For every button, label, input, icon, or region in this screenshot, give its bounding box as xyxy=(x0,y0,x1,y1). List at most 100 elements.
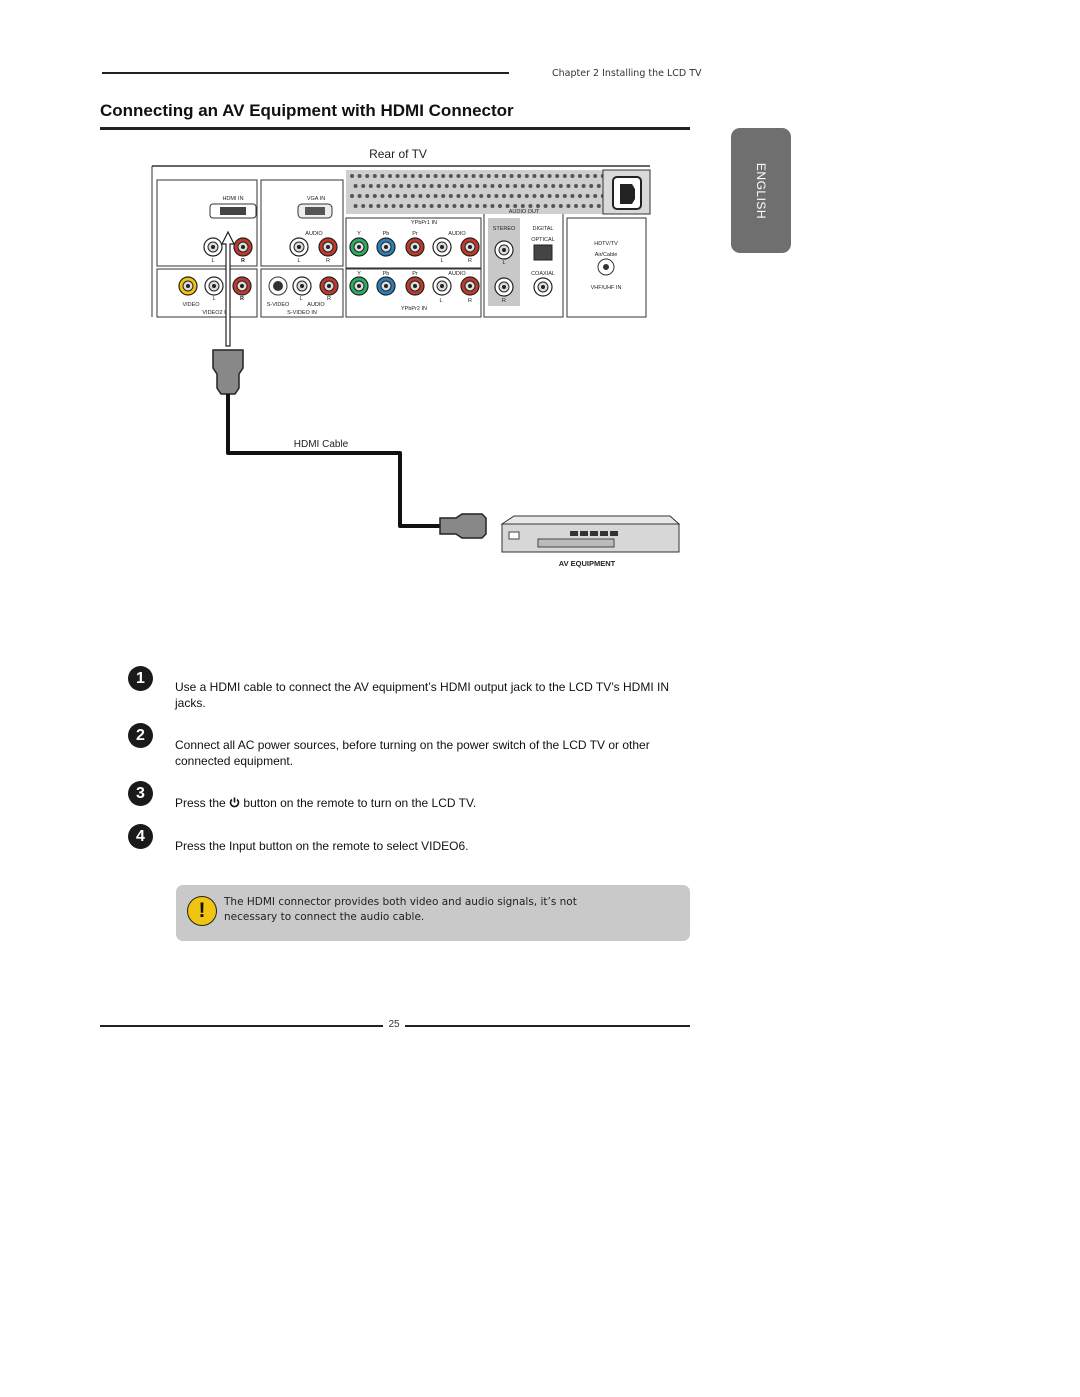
vent-hole xyxy=(540,174,544,178)
power-socket-shape xyxy=(620,184,635,204)
vent-hole xyxy=(361,184,366,188)
note-box xyxy=(176,885,690,941)
vent-hole xyxy=(471,174,476,178)
vent-hole xyxy=(460,184,464,188)
page-title: Connecting an AV Equipment with HDMI Con… xyxy=(100,101,514,120)
vent-hole xyxy=(380,174,385,178)
vent-hole xyxy=(357,174,362,178)
vent-hole xyxy=(536,204,540,208)
pb-label-2: Pb xyxy=(383,271,390,277)
r-label-4: R xyxy=(502,298,506,304)
vga-port-socket xyxy=(305,207,325,215)
vent-hole xyxy=(513,204,518,208)
rca-jack-icon xyxy=(292,276,312,296)
rca-jack-icon xyxy=(349,237,369,257)
vent-hole xyxy=(490,184,495,188)
video2-in-label: VIDEO2 IN xyxy=(202,310,229,316)
vent-hole xyxy=(566,204,571,208)
vent-hole xyxy=(524,194,529,198)
vga-in-label: VGA IN xyxy=(307,196,325,202)
vent-hole xyxy=(456,194,461,198)
footer-rule-left xyxy=(100,1025,383,1027)
vent-hole xyxy=(498,204,502,208)
step-3-text-after: button on the remote to turn on the LCD … xyxy=(243,796,477,810)
rca-jack-icon xyxy=(319,276,339,296)
l-label-2: L xyxy=(297,258,300,264)
vent-hole xyxy=(490,204,495,208)
vent-hole xyxy=(433,174,438,178)
pr-label-1: Pr xyxy=(412,231,418,237)
digital-label: DIGITAL xyxy=(533,226,554,232)
vent-hole xyxy=(547,194,552,198)
vent-hole xyxy=(562,194,567,198)
ypbpr1-in-label: YPbPr1 IN xyxy=(411,220,437,226)
vent-hole xyxy=(532,174,537,178)
vent-hole xyxy=(437,204,442,208)
rca-jack-icon xyxy=(376,276,396,296)
vent-hole xyxy=(426,174,430,178)
vent-hole xyxy=(429,184,434,188)
chapter-heading: Chapter 2 Installing the LCD TV xyxy=(552,68,702,79)
vent-hole xyxy=(365,174,370,178)
vent-hole xyxy=(479,194,484,198)
vent-hole xyxy=(574,204,578,208)
page-number: 25 xyxy=(388,1019,400,1030)
vent-hole xyxy=(452,184,457,188)
vent-hole xyxy=(391,204,396,208)
rca-jack-icon xyxy=(494,240,514,260)
vent-hole xyxy=(456,174,461,178)
vent-hole xyxy=(562,174,567,178)
vent-hole xyxy=(494,174,499,178)
vent-hole xyxy=(520,184,525,188)
vent-hole xyxy=(365,194,370,198)
rca-jack-icon xyxy=(233,237,253,257)
vent-hole xyxy=(479,174,484,178)
s-video-jack-center xyxy=(273,281,283,291)
vent-hole xyxy=(524,174,529,178)
hdmi-plug-end-icon xyxy=(439,513,487,539)
rca-jack-icon xyxy=(203,237,223,257)
vent-hole xyxy=(585,194,590,198)
upload-arrow-icon xyxy=(221,230,235,347)
vent-hole xyxy=(558,204,563,208)
vent-hole xyxy=(505,204,510,208)
optical-port-icon xyxy=(533,244,553,261)
vent-hole xyxy=(570,174,575,178)
vent-hole xyxy=(467,184,472,188)
vent-hole xyxy=(437,184,442,188)
vent-hole xyxy=(475,204,480,208)
r-label-7: R xyxy=(327,296,331,302)
vent-hole xyxy=(441,194,446,198)
connection-diagram: Rear of TV HDMI IN VGA IN AUDIO YPbPr1 I… xyxy=(151,147,681,568)
audio-label-1: AUDIO xyxy=(305,231,323,237)
vent-hole xyxy=(596,184,601,188)
vent-hole xyxy=(395,174,400,178)
hdmi-cable xyxy=(212,230,487,539)
vent-hole xyxy=(426,194,430,198)
vent-hole xyxy=(509,174,514,178)
step-4-text: Press the Input button on the remote to … xyxy=(175,839,469,853)
step-2-text: Connect all AC power sources, before tur… xyxy=(175,738,650,768)
vent-hole xyxy=(464,174,468,178)
rca-jack-icon xyxy=(178,276,198,296)
vent-hole xyxy=(388,194,392,198)
vent-hole xyxy=(581,184,586,188)
vent-hole xyxy=(418,194,423,198)
vent-hole xyxy=(528,204,533,208)
vent-hole xyxy=(444,204,449,208)
vent-hole xyxy=(403,174,408,178)
rear-of-tv-label: Rear of TV xyxy=(369,147,427,161)
vent-hole xyxy=(475,184,480,188)
audio-out-label: AUDIO OUT xyxy=(509,209,540,215)
language-tab-label: ENGLISH xyxy=(754,162,768,219)
vent-hole xyxy=(528,184,533,188)
rca-jack-icon xyxy=(432,276,452,296)
vent-hole xyxy=(376,204,381,208)
r-label-2: R xyxy=(326,258,330,264)
vent-hole xyxy=(471,194,476,198)
vent-hole xyxy=(448,174,453,178)
stereo-label: STEREO xyxy=(493,226,516,232)
vent-hole xyxy=(406,204,411,208)
vent-hole xyxy=(353,204,358,208)
l-label-1: L xyxy=(211,258,214,264)
